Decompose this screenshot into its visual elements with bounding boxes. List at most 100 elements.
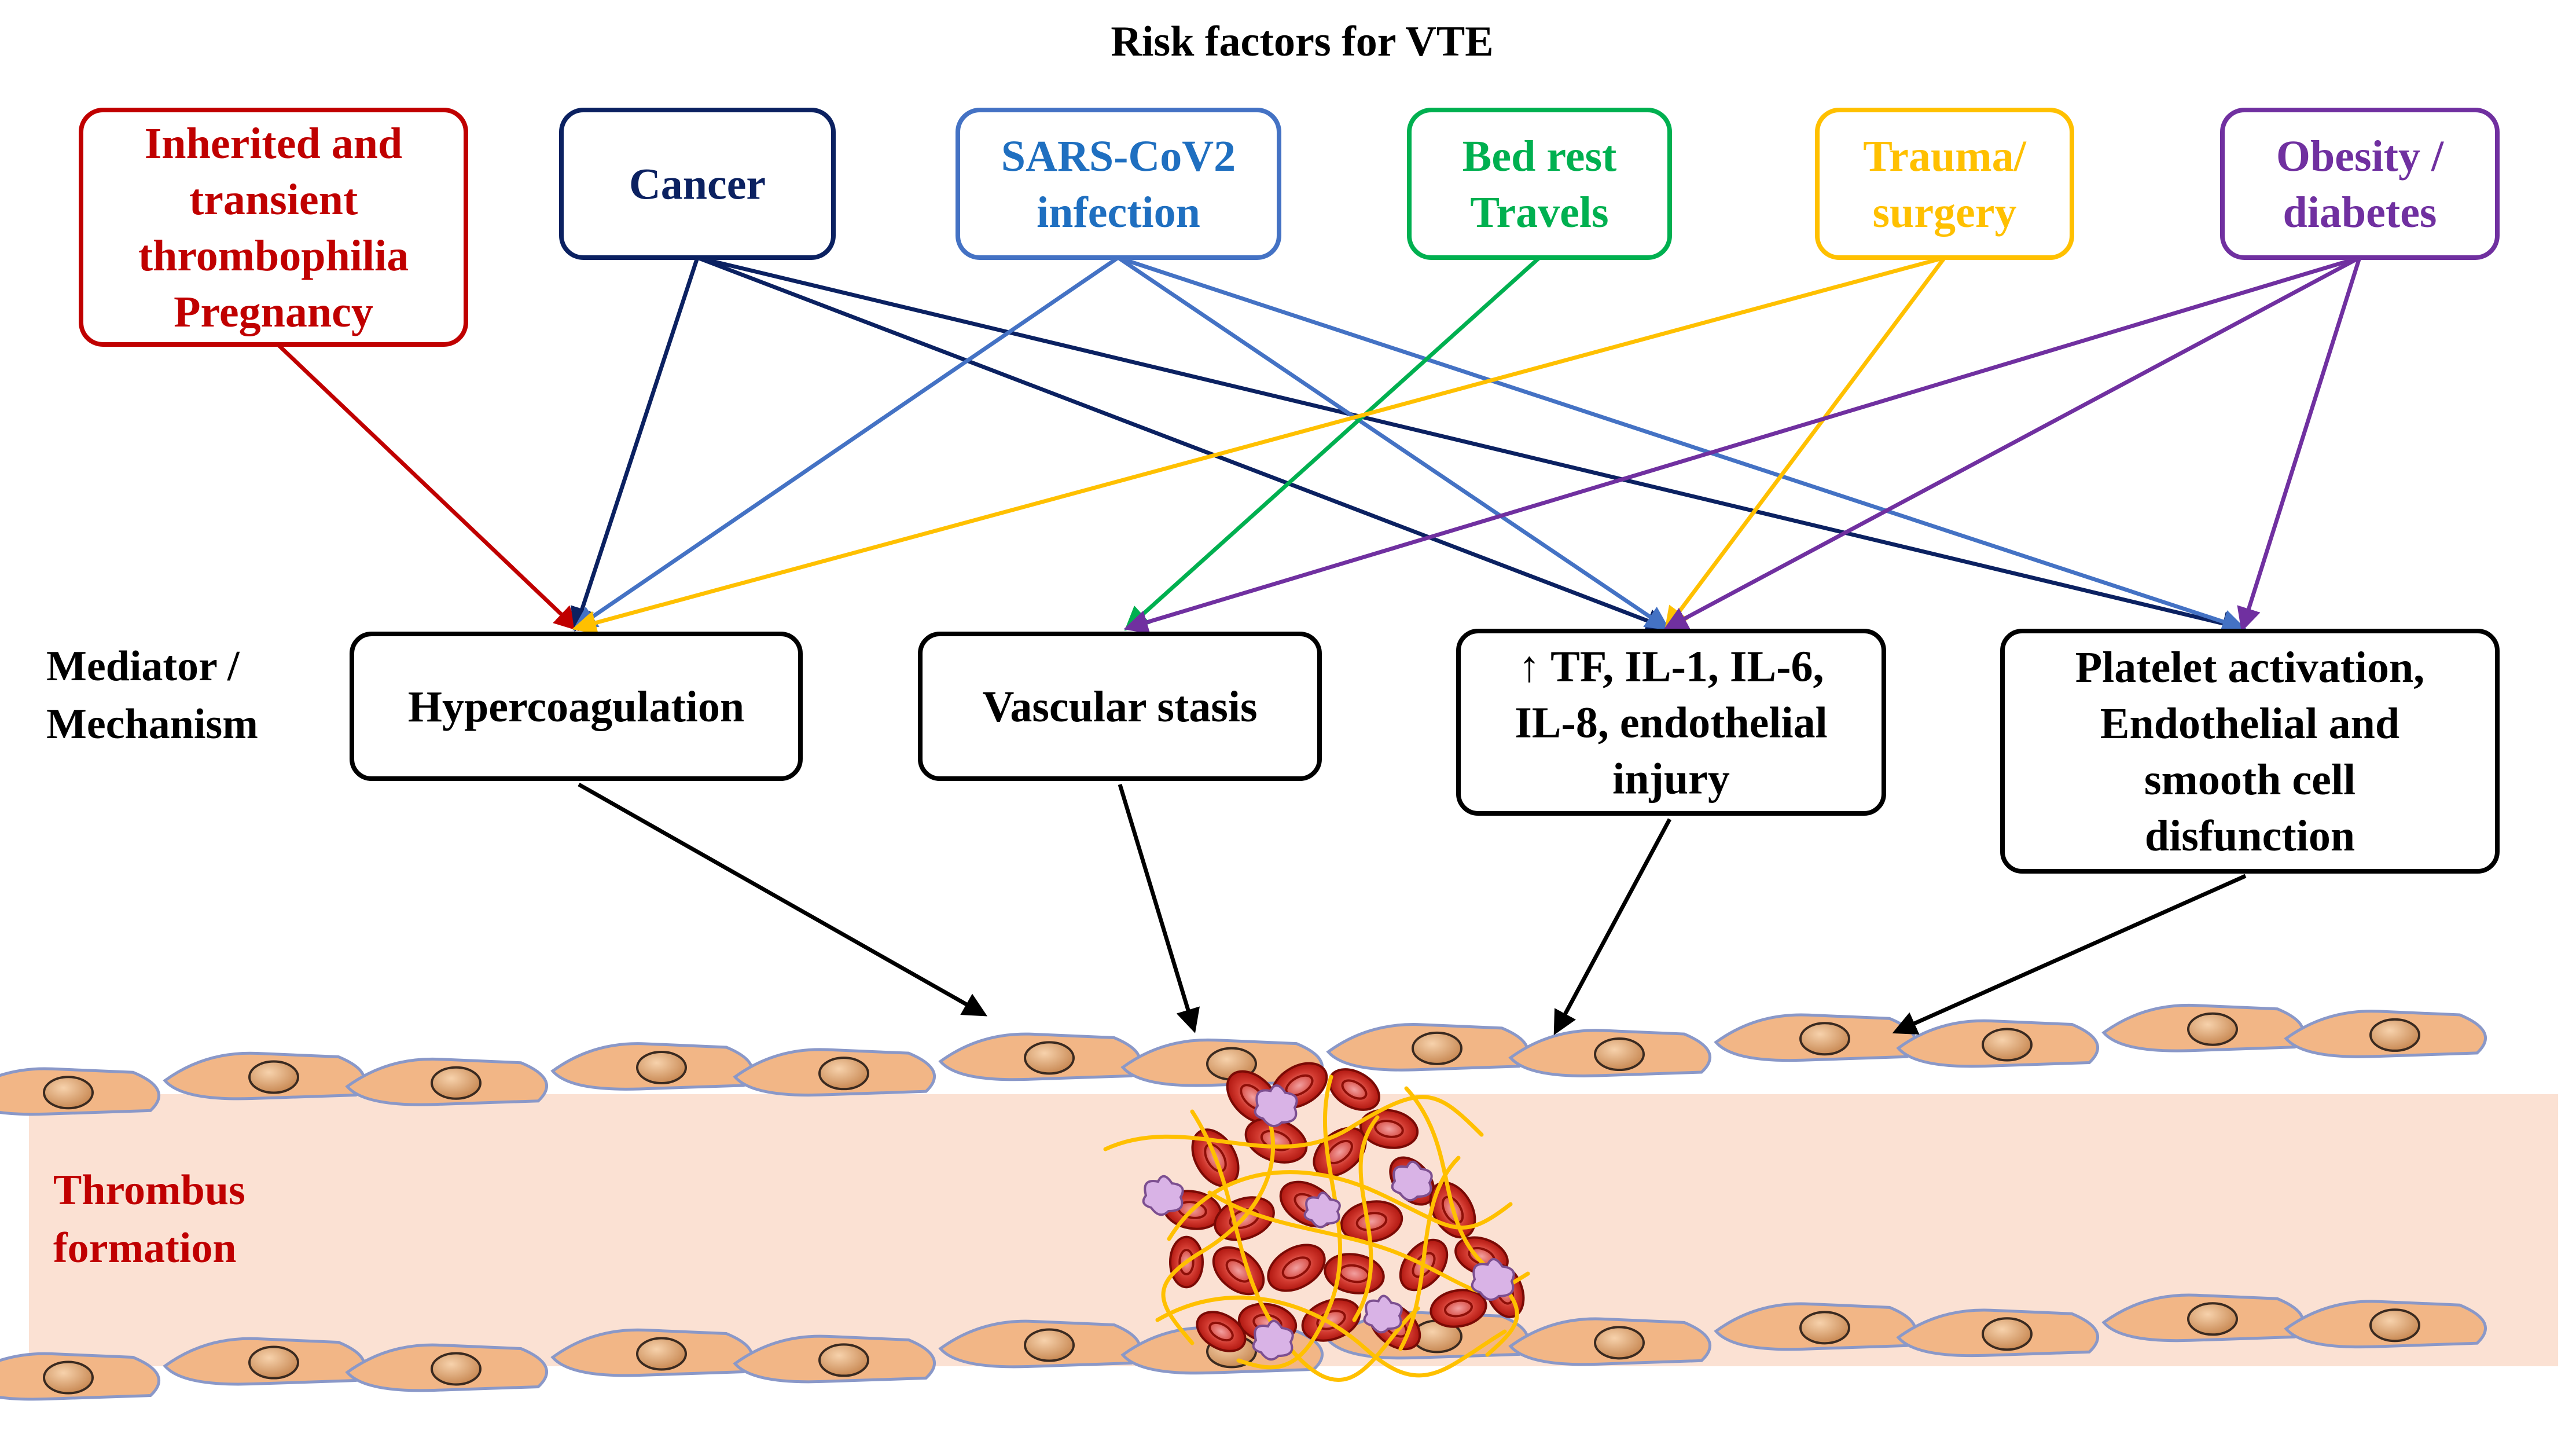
risk-box-obesity: Obesity / diabetes	[2220, 108, 2500, 260]
risk-box-label: Cancer	[629, 160, 766, 209]
red-blood-cell	[1430, 1289, 1487, 1328]
platelet	[1254, 1084, 1298, 1128]
cell-nucleus	[1982, 1317, 2033, 1351]
cell-nucleus	[1594, 1037, 1645, 1072]
risk-box-line: surgery	[1872, 188, 2016, 237]
fibrin-strand	[1155, 1295, 1507, 1378]
cell-nucleus	[248, 1345, 299, 1380]
platelet	[1303, 1191, 1341, 1228]
risk-box-line: SARS-CoV2	[1001, 132, 1236, 181]
risk-box-frame	[79, 108, 468, 347]
mediator-box-line: Platelet activation,	[2075, 643, 2425, 692]
cell-nucleus	[1799, 1022, 1850, 1056]
endothelial-cell	[0, 1352, 161, 1401]
cell-nucleus	[1412, 1031, 1462, 1065]
cell-nucleus	[43, 1360, 94, 1395]
risk-box-cancer: Cancer	[559, 108, 836, 260]
risk-box-line: Pregnancy	[174, 288, 373, 336]
cell-nucleus	[2369, 1308, 2420, 1343]
thrombus-row-label: Thrombus formation	[53, 1167, 256, 1272]
endothelial-layer-top	[0, 1003, 2487, 1116]
risk-box-sars: SARS-CoV2 infection	[956, 108, 1281, 260]
arrow-hyper-vessel	[578, 782, 988, 1017]
risk-box-line: Trauma/	[1863, 132, 2026, 181]
cell-nucleus	[431, 1066, 482, 1100]
red-blood-cell	[1267, 1244, 1326, 1292]
endothelial-cell	[733, 1048, 936, 1097]
cell-nucleus	[636, 1337, 687, 1371]
risk-box-line: thrombophilia	[138, 232, 409, 280]
mediator-row-label-line2: Mechanism	[46, 701, 258, 748]
mediator-box-hyper: Hypercoagulation	[350, 632, 803, 781]
fibrin-strand	[1398, 1156, 1461, 1351]
fibrin-strand	[1103, 1095, 1484, 1151]
endothelial-cell	[345, 1343, 549, 1392]
endothelial-cell	[1714, 1302, 1917, 1351]
risk-box-line: infection	[1037, 188, 1200, 237]
mediator-box-line: ↑ TF, IL-1, IL-6,	[1519, 643, 1824, 691]
link-obesity-to-tf	[1663, 255, 2361, 630]
mediator-box-frame	[350, 632, 803, 781]
endothelial-cell	[2284, 1300, 2487, 1349]
endothelial-cell	[0, 1067, 161, 1116]
endothelial-cell	[550, 1042, 754, 1091]
mediator-box-label: Hypercoagulation	[408, 683, 744, 731]
fibrin-strand	[1404, 1086, 1519, 1357]
thrombus	[1103, 1062, 1530, 1382]
mediator-box-line: disfunction	[2145, 812, 2355, 860]
cell-nucleus	[2369, 1018, 2420, 1052]
risk-box-label: SARS-CoV2 infection	[1001, 132, 1236, 237]
platelet	[1142, 1175, 1184, 1216]
cell-nucleus	[1024, 1328, 1075, 1362]
endothelial-cell	[938, 1319, 1142, 1369]
endothelial-cell	[2101, 1003, 2305, 1052]
link-sars-to-platelet	[1117, 255, 2247, 633]
diagram-title: Risk factors for VTE	[1111, 18, 1493, 65]
fibrin-strand	[1236, 1074, 1343, 1370]
endothelial-cell	[1896, 1308, 2100, 1358]
risk-box-line: diabetes	[2283, 188, 2437, 237]
mediator-box-frame	[2000, 629, 2500, 874]
link-cancer-to-platelet	[697, 255, 2247, 636]
link-cancer-to-tf	[696, 255, 1671, 633]
risk-box-label: Obesity / diabetes	[2276, 132, 2444, 237]
mediator-box-line: smooth cell	[2144, 755, 2355, 804]
endothelial-cell	[163, 1051, 366, 1101]
cell-nucleus	[2187, 1012, 2238, 1046]
risk-box-line: Cancer	[629, 160, 766, 209]
cell-nucleus	[818, 1343, 869, 1377]
cell-nucleus	[818, 1057, 869, 1091]
cell-nucleus	[1024, 1041, 1075, 1075]
cell-nucleus	[1982, 1028, 2033, 1062]
mediator-box-line: Hypercoagulation	[408, 683, 744, 731]
risk-box-line: Obesity /	[2276, 132, 2444, 181]
fibrin-strand	[1352, 1115, 1380, 1322]
arrow-tf-vessel	[1553, 818, 1672, 1036]
risk-box-label: Trauma/surgery	[1863, 132, 2026, 237]
link-sars-to-tf	[1117, 256, 1670, 630]
risk-box-line: Travels	[1470, 188, 1608, 237]
risk-box-line: Bed rest	[1462, 132, 1617, 181]
endothelial-cell	[163, 1337, 366, 1386]
thrombus-row-label-line1: Thrombus	[53, 1167, 245, 1214]
endothelial-cell	[550, 1328, 754, 1377]
endothelial-cell	[1714, 1013, 1917, 1062]
endothelial-cell	[345, 1057, 549, 1106]
cell-nucleus	[431, 1352, 482, 1386]
risk-box-frame	[2220, 108, 2500, 260]
mediator-row-label: Mediator / Mechanism	[46, 643, 258, 748]
platelet	[1391, 1160, 1433, 1202]
red-blood-cell	[1196, 1311, 1247, 1352]
link-obesity-to-platelet	[2237, 256, 2362, 632]
cell-nucleus	[43, 1076, 94, 1110]
red-blood-cell	[1340, 1200, 1403, 1243]
endothelial-cell	[2284, 1010, 2487, 1058]
